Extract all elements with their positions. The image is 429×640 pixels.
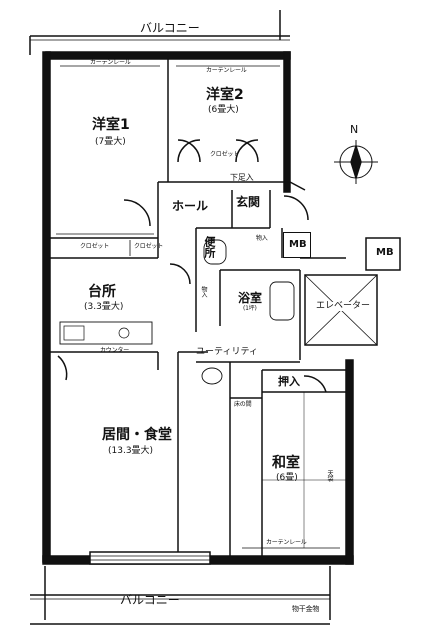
storage-2: 物入 <box>200 286 207 298</box>
plate-label: 物干金物 <box>292 605 320 613</box>
tenbukuro-label: 天袋 <box>326 470 333 482</box>
room-yokushitsu-note: (1坪) <box>243 305 257 312</box>
room-ima: 居間・食堂 <box>102 427 172 443</box>
room-benjo: 便所 <box>203 236 216 258</box>
room-daidokoro-size: (3.3畳大) <box>84 302 124 312</box>
room-youshitsu1-size: (7畳大) <box>95 137 126 147</box>
balcony-bottom-label: バルコニー <box>120 593 180 607</box>
closet-label-2: クロゼット <box>80 243 110 250</box>
room-ima-size: (13.3畳大) <box>108 446 154 456</box>
wall-top <box>45 51 291 60</box>
room-utility: ユーティリティ <box>196 347 258 357</box>
curtain-rail-3: カーテンレール <box>266 539 307 546</box>
room-washitsu: 和室 <box>272 455 300 471</box>
counter-label: カウンター <box>100 347 130 354</box>
wall-right-low <box>345 359 354 565</box>
wall-left <box>42 51 51 563</box>
shoe-storage: 下足入 <box>230 173 254 182</box>
closet-label-1: クロゼット <box>210 151 240 158</box>
oshiire-label: 押入 <box>278 375 300 388</box>
tokonoma-label: 床の間 <box>234 401 252 408</box>
room-youshitsu2-size: (6畳大) <box>208 105 239 115</box>
room-elevator: エレベーター <box>316 301 371 311</box>
north-label: N <box>350 123 359 136</box>
room-hall: ホール <box>172 199 209 213</box>
storage-1: 物入 <box>256 235 268 242</box>
mb-label-2: MB <box>376 247 394 258</box>
curtain-rail-2: カーテンレール <box>206 67 247 74</box>
closet-label-3: クロゼット <box>134 243 164 250</box>
wall-right-top <box>283 51 291 193</box>
room-yokushitsu: 浴室 <box>238 291 263 305</box>
curtain-rail-1: カーテンレール <box>90 59 131 66</box>
room-genkan: 玄関 <box>236 195 261 209</box>
balcony-top-label: バルコニー <box>140 21 200 35</box>
room-youshitsu1: 洋室1 <box>92 117 130 133</box>
room-washitsu-size: (6畳) <box>276 473 298 483</box>
room-daidokoro: 台所 <box>88 284 116 300</box>
mb-box-1: MB <box>283 232 311 258</box>
room-youshitsu2: 洋室2 <box>206 87 244 103</box>
